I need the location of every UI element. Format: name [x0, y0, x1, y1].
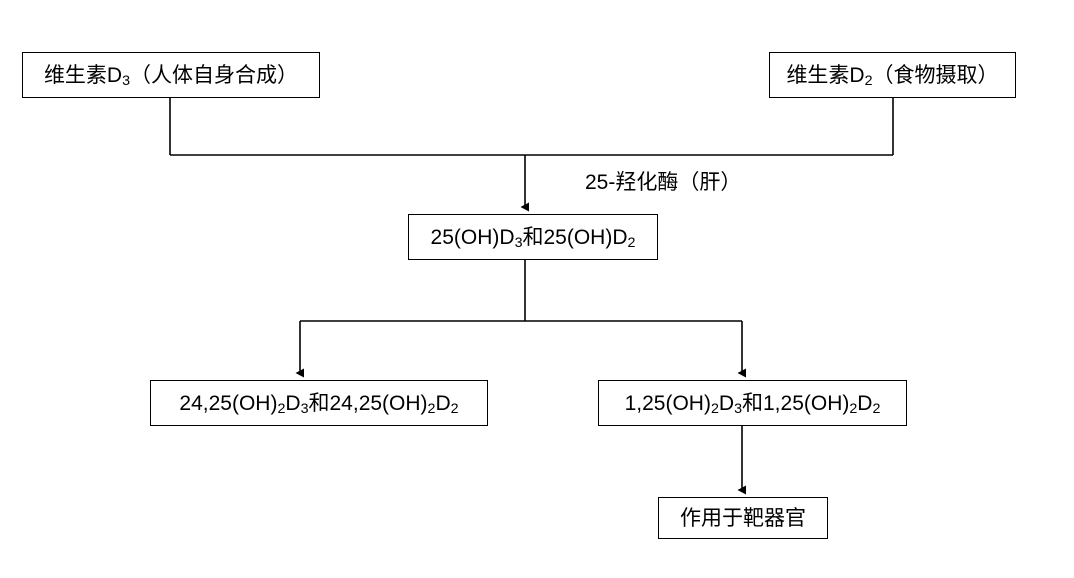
- node-25-hydroxy-vitamin-d-label: 25(OH)D3和25(OH)D2: [430, 225, 636, 252]
- subscript-3: 3: [300, 401, 309, 418]
- node-target-organ[interactable]: 作用于靶器官: [658, 497, 828, 539]
- subscript-3: 3: [122, 73, 131, 90]
- node-1-25-dihydroxy-vitamin-d[interactable]: 1,25(OH)2D3和1,25(OH)2D2: [598, 380, 907, 426]
- subscript-3: 3: [734, 401, 742, 418]
- node-vitamin-d3-label: 维生素D3（人体自身合成）: [43, 63, 299, 90]
- subscript-2: 2: [427, 401, 436, 418]
- node-24-25-dihydroxy-vitamin-d[interactable]: 24,25(OH)2D3和24,25(OH)2D2: [150, 380, 488, 426]
- subscript-2: 2: [849, 401, 858, 418]
- node-vitamin-d3[interactable]: 维生素D3（人体自身合成）: [22, 52, 320, 98]
- subscript-2: 2: [864, 73, 873, 90]
- node-25-hydroxy-vitamin-d[interactable]: 25(OH)D3和25(OH)D2: [408, 214, 658, 260]
- subscript-2: 2: [872, 401, 881, 418]
- subscript-2: 2: [450, 401, 459, 418]
- node-1-25-dihydroxy-vitamin-d-label: 1,25(OH)2D3和1,25(OH)2D2: [624, 391, 881, 418]
- node-24-25-dihydroxy-vitamin-d-label: 24,25(OH)2D3和24,25(OH)2D2: [179, 391, 459, 418]
- edge-label-25-hydroxylase: 25-羟化酶（肝）: [585, 171, 742, 194]
- subscript-2: 2: [277, 401, 286, 418]
- subscript-2: 2: [627, 235, 636, 252]
- subscript-2: 2: [710, 401, 719, 418]
- node-target-organ-label: 作用于靶器官: [680, 506, 806, 530]
- subscript-3: 3: [514, 235, 523, 252]
- node-vitamin-d2-label: 维生素D2（食物摄取）: [786, 63, 999, 90]
- node-vitamin-d2[interactable]: 维生素D2（食物摄取）: [769, 52, 1016, 98]
